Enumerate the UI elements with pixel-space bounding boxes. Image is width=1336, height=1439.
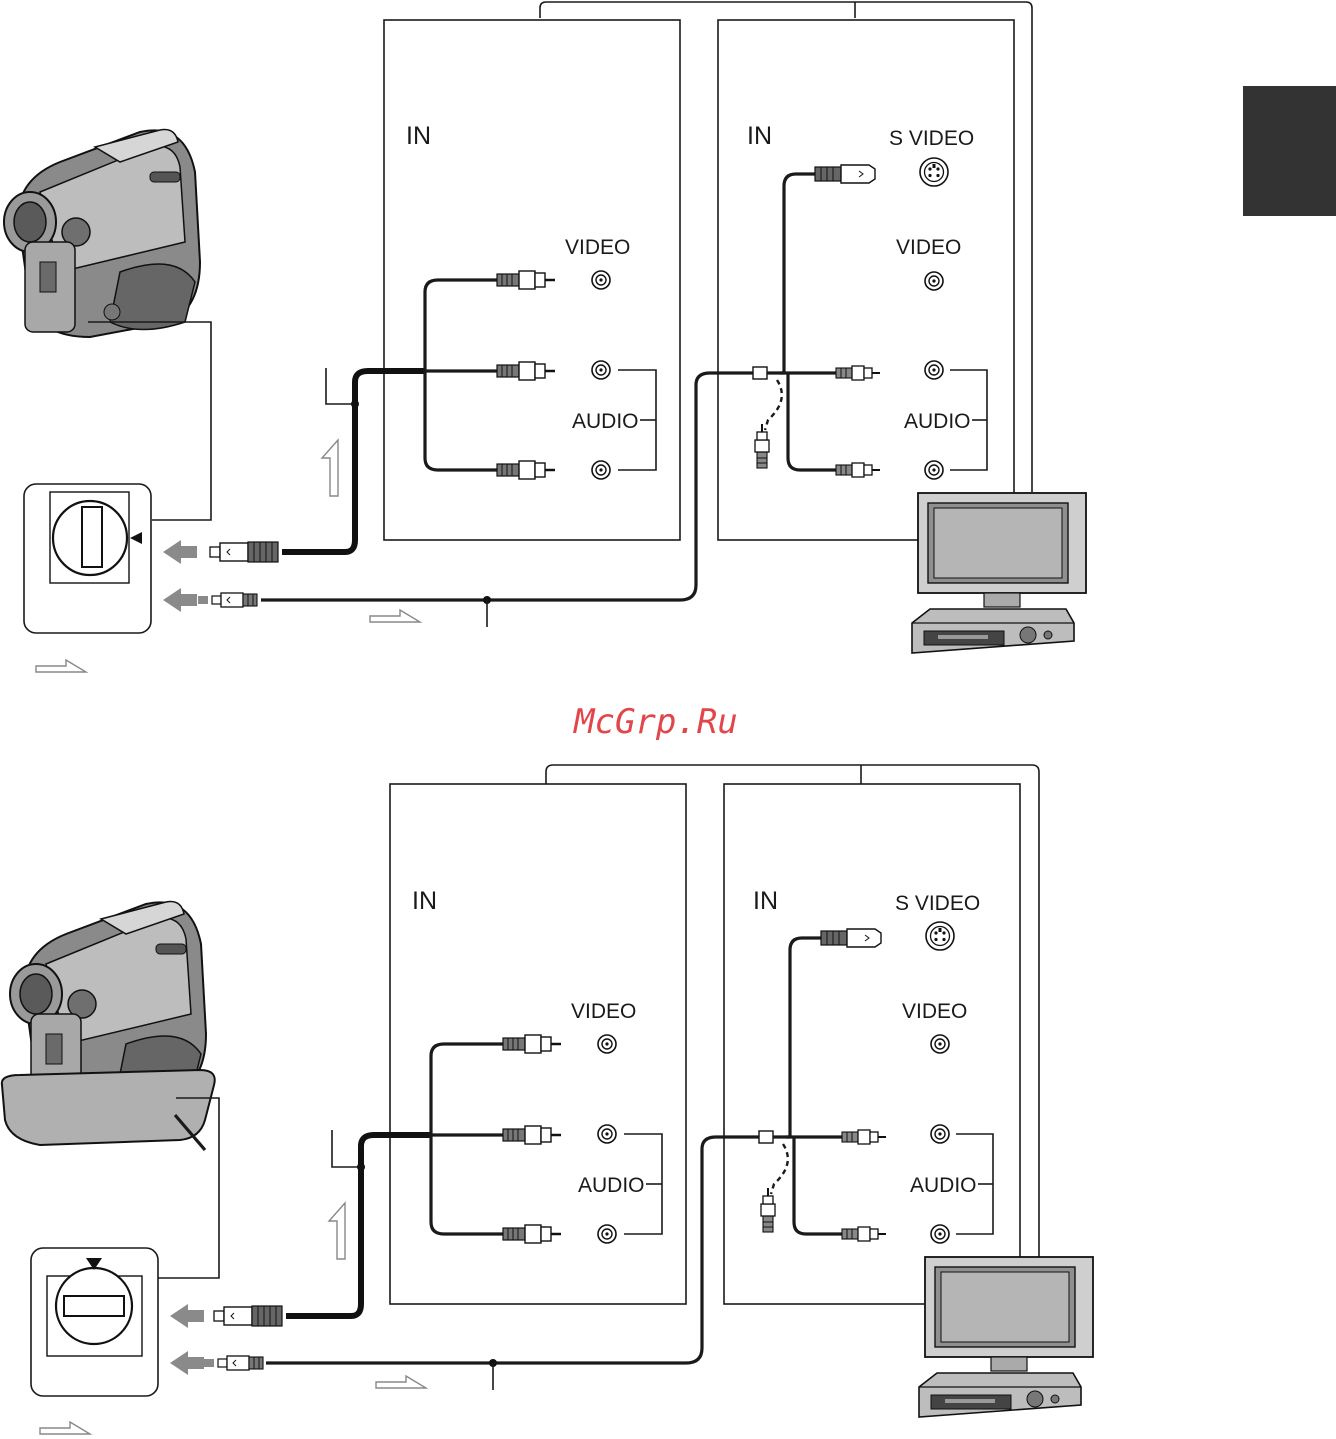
signal-flow-arrow-icon bbox=[40, 1422, 90, 1434]
audio-r-jack-icon bbox=[598, 1225, 616, 1243]
watermark: McGrp.Ru bbox=[573, 702, 738, 742]
signal-flow-arrow-icon bbox=[170, 1351, 204, 1375]
device-b-in-label: IN bbox=[753, 887, 778, 915]
signal-flow-arrow-icon bbox=[36, 660, 86, 672]
s-video-plug-icon bbox=[821, 929, 881, 947]
av-connector-icon bbox=[212, 593, 257, 607]
device-b-video-label: VIDEO bbox=[902, 1000, 967, 1023]
av-connector-icon bbox=[210, 542, 278, 562]
s-video-plug-icon bbox=[815, 165, 875, 183]
handycam-station-icon bbox=[2, 1070, 215, 1145]
audio-r-jack-icon bbox=[592, 461, 610, 479]
device-b-svideo-label: S VIDEO bbox=[889, 127, 974, 150]
device-b-in-label: IN bbox=[747, 122, 772, 150]
av-connector-icon bbox=[218, 1356, 263, 1370]
device-a-video-label: VIDEO bbox=[571, 1000, 636, 1023]
device-a-audio-label: AUDIO bbox=[578, 1174, 645, 1197]
device-b-video-label: VIDEO bbox=[896, 236, 961, 259]
bottom-panel: IN VIDEO AUDIO IN S VIDEO VIDEO AUDIO bbox=[2, 765, 1093, 1434]
device-a-audio-label: AUDIO bbox=[572, 410, 639, 433]
audio-l-jack-icon bbox=[592, 361, 610, 379]
device-b-svideo-label: S VIDEO bbox=[895, 892, 980, 915]
device-a-in-label: IN bbox=[412, 887, 437, 915]
device-b-audio-label: AUDIO bbox=[904, 410, 971, 433]
camcorder-icon bbox=[4, 130, 200, 338]
tv-icon bbox=[919, 1257, 1093, 1417]
audio-l-jack-icon bbox=[598, 1125, 616, 1143]
signal-flow-arrow-icon bbox=[322, 440, 338, 496]
audio-l-jack-icon bbox=[931, 1125, 949, 1143]
signal-flow-arrow-icon bbox=[376, 1376, 426, 1388]
video-jack-icon bbox=[931, 1035, 949, 1053]
signal-flow-arrow-icon bbox=[329, 1203, 345, 1259]
section-tab bbox=[1243, 86, 1336, 216]
audio-r-jack-icon bbox=[931, 1225, 949, 1243]
video-jack-icon bbox=[925, 272, 943, 290]
video-jack-icon bbox=[592, 271, 610, 289]
audio-r-jack-icon bbox=[925, 461, 943, 479]
device-a-in-label: IN bbox=[406, 122, 431, 150]
s-video-jack-icon bbox=[926, 922, 954, 950]
signal-flow-arrow-icon bbox=[170, 1304, 204, 1328]
signal-flow-arrow-icon bbox=[163, 588, 197, 612]
audio-l-jack-icon bbox=[925, 361, 943, 379]
video-jack-icon bbox=[598, 1035, 616, 1053]
s-video-jack-icon bbox=[920, 158, 948, 186]
tv-icon bbox=[912, 493, 1086, 653]
signal-flow-arrow-icon bbox=[370, 610, 420, 622]
device-b-audio-label: AUDIO bbox=[910, 1174, 977, 1197]
av-connector-icon bbox=[214, 1306, 282, 1326]
device-a-video-label: VIDEO bbox=[565, 236, 630, 259]
top-panel: IN VIDEO AUDIO IN S VIDEO VIDEO AUDIO bbox=[4, 2, 1086, 672]
signal-flow-arrow-icon bbox=[163, 540, 197, 564]
